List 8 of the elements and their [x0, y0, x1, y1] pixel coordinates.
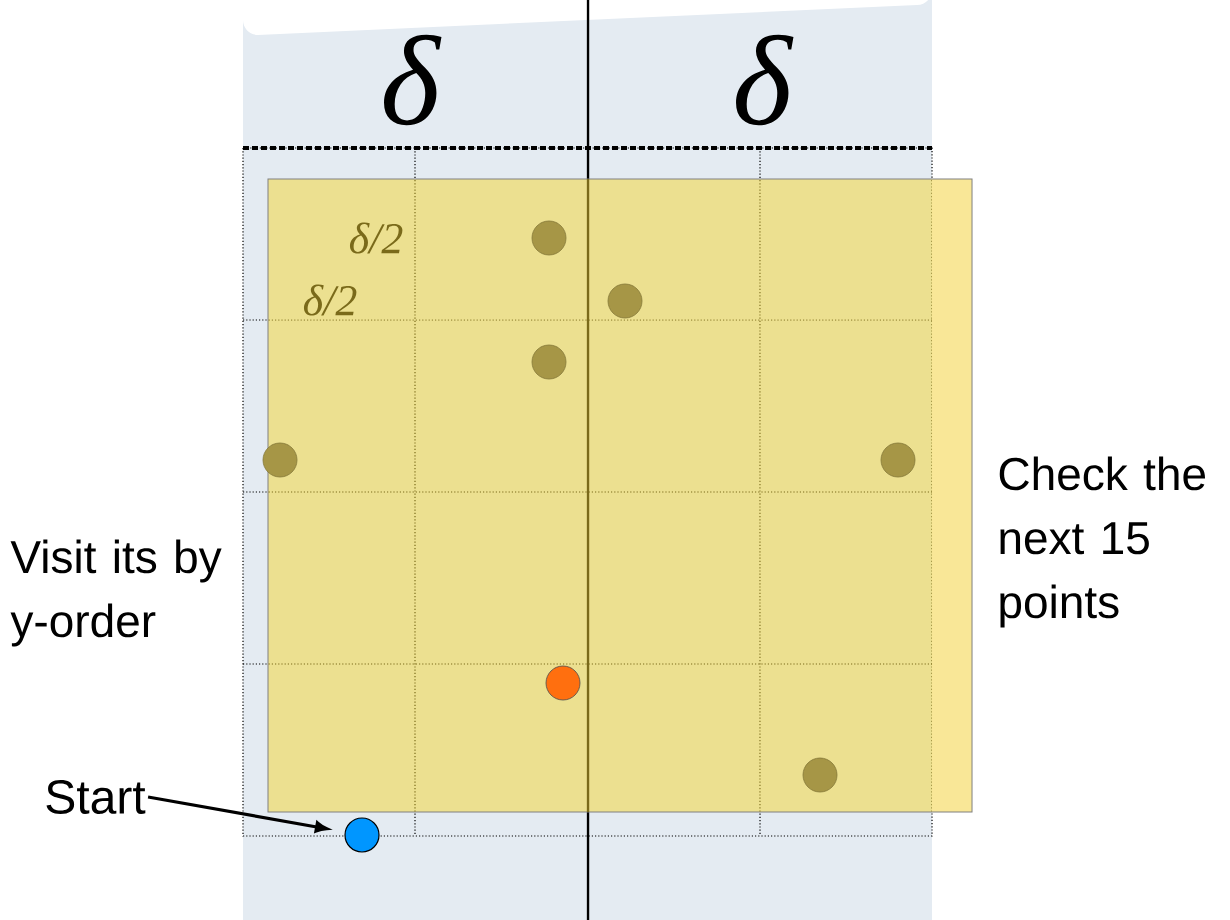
fraction-label: δ/2: [349, 222, 403, 254]
delta-label: δ: [384, 34, 442, 126]
start-point: [344, 817, 380, 853]
annotation-text: Check the next 15 points: [999, 456, 1205, 628]
start-label: Start: [46, 780, 146, 814]
delta-label: δ: [736, 34, 794, 126]
annotation-text: Visit its by y-order: [10, 539, 222, 647]
fraction-label: δ/2: [303, 284, 357, 316]
